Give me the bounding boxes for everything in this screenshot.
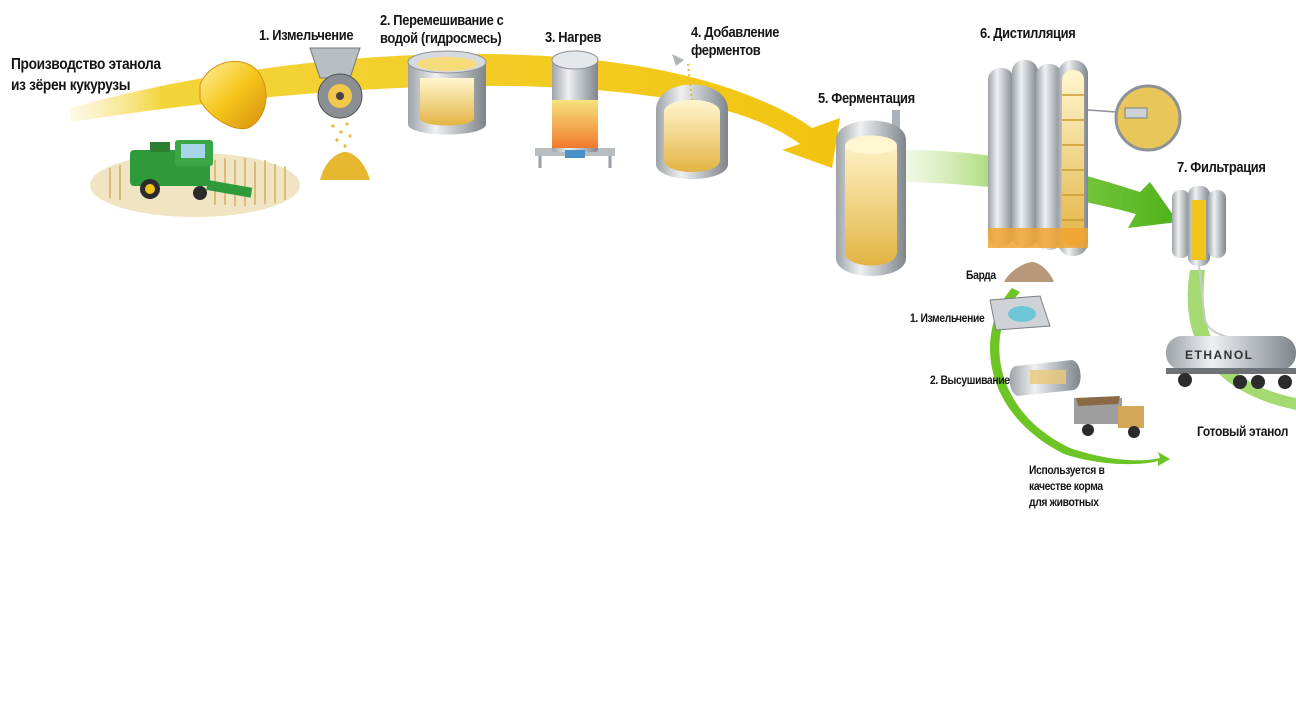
animal-feed-label: Используется в качестве корма для животн…: [1029, 463, 1105, 509]
step-6-label: 6. Дистилляция: [980, 25, 1076, 42]
page-title: Производство этанола из зёрен кукурузы: [11, 56, 161, 94]
harvester: [90, 140, 300, 217]
step-1-label: 1. Измельчение: [259, 27, 354, 44]
filtration-unit: [1172, 186, 1241, 343]
byproduct-equipment: [989, 262, 1144, 438]
step-2-label: 2. Перемешивание с водой (гидросмесь): [380, 12, 504, 47]
step-4-label: 4. Добавление ферментов: [691, 24, 780, 59]
tanker-label: ETHANOL: [1185, 348, 1254, 362]
result-label: Готовый этанол: [1197, 423, 1289, 439]
step-5-label: 5. Ферментация: [818, 90, 915, 107]
heating-column: [535, 50, 615, 168]
mixing-tank: [407, 50, 487, 135]
distillation-columns: [988, 60, 1182, 256]
byproduct-drying-label: 2. Высушивание: [930, 373, 1010, 387]
ethanol-tanker: ETHANOL: [1166, 336, 1296, 389]
byproduct-milling-label: 1. Измельчение: [910, 311, 985, 325]
fermentation-tank: [836, 110, 906, 276]
corn-kernel: [199, 60, 267, 130]
step-7-label: 7. Фильтрация: [1177, 159, 1266, 176]
enzyme-tank: [656, 54, 728, 179]
barda-label: Барда: [966, 268, 996, 282]
step-3-label: 3. Нагрев: [545, 29, 602, 46]
grinder-machine: [309, 47, 370, 180]
